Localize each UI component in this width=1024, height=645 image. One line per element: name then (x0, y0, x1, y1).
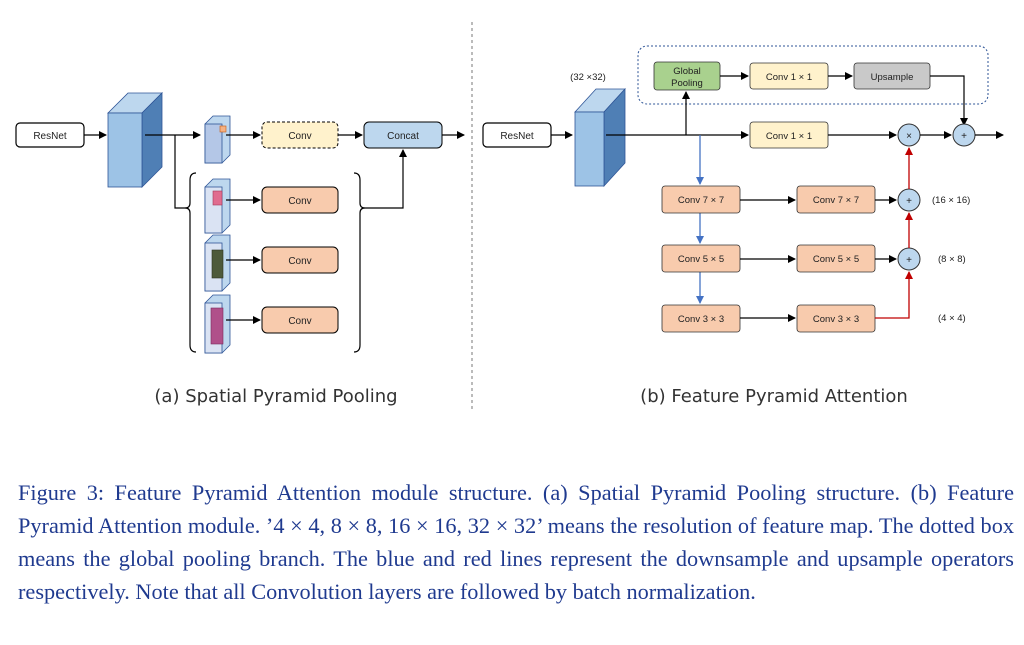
multiply-symbol: × (906, 131, 912, 142)
concat-label: Concat (387, 131, 419, 142)
subcaption-b: (b) Feature Pyramid Attention (640, 386, 908, 407)
subcaption-a: (a) Spatial Pyramid Pooling (154, 386, 397, 407)
right-brace-a (353, 172, 366, 353)
left-brace-a (184, 172, 197, 353)
pooled-map-2 (204, 234, 231, 292)
side-conv-label-0: Conv 7 × 7 (813, 195, 859, 206)
upsample-label: Upsample (871, 72, 914, 83)
add-symbol-16x16: + (906, 196, 912, 207)
side-conv-label-2: Conv 3 × 3 (813, 314, 859, 325)
conv-label-a-1: Conv (288, 196, 311, 207)
global-pooling-label-line1: Global (673, 66, 700, 77)
conv-label-a-0: Conv (288, 131, 311, 142)
resnet-label-b: ResNet (500, 131, 534, 142)
resolution-label-8: (8 × 8) (938, 254, 966, 265)
upsample-line-1 (875, 271, 913, 319)
conv-box-a-3 (261, 306, 339, 334)
add-symbol-output: + (961, 131, 967, 142)
resolution-label-16: (16 × 16) (932, 195, 970, 206)
feature-map-block-b (574, 87, 626, 188)
panel-a-spatial-pyramid-pooling: ResNet (15, 92, 465, 407)
figure-diagram: ResNet (15, 22, 1004, 410)
global-pooling-branch-box (637, 45, 989, 105)
figure-caption: Figure 3: Feature Pyramid Attention modu… (18, 480, 1014, 604)
down-conv-label-0: Conv 7 × 7 (678, 195, 724, 206)
add-symbol-8x8: + (906, 255, 912, 266)
side-conv-label-1: Conv 5 × 5 (813, 254, 859, 265)
main-conv-label: Conv 1 × 1 (766, 131, 812, 142)
resolution-label-4: (4 × 4) (938, 313, 966, 324)
conv-box-a-2 (261, 246, 339, 274)
global-pooling-label-line2: Pooling (671, 78, 703, 89)
conv-label-a-2: Conv (288, 256, 311, 267)
conv-box-a-1 (261, 186, 339, 214)
panel-b-feature-pyramid-attention: ResNet (32 ×32) Global Pooling Conv 1 × … (482, 45, 1004, 407)
global-conv-label: Conv 1 × 1 (766, 72, 812, 83)
pooled-map-top (204, 115, 231, 164)
down-conv-label-2: Conv 3 × 3 (678, 314, 724, 325)
down-conv-label-1: Conv 5 × 5 (678, 254, 724, 265)
resnet-label-a: ResNet (33, 131, 67, 142)
pooled-map-3 (204, 294, 231, 354)
conv-label-a-3: Conv (288, 316, 311, 327)
feature-map-block-a (107, 92, 163, 188)
feature-size-label: (32 ×32) (570, 72, 606, 83)
pooled-map-1 (204, 178, 231, 234)
